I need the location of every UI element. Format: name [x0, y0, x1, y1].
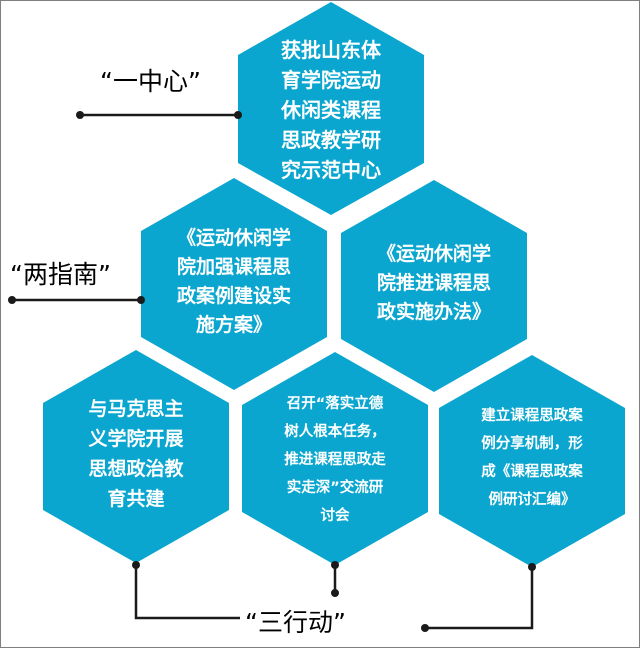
hex-action-left	[43, 350, 229, 563]
dot-action-mid-top	[331, 561, 339, 569]
action-right-node-text: 建立课程思政案 例分享机制，形 成《课程思政案 例研讨汇编》	[481, 408, 583, 508]
label-two-guides: “两指南”	[10, 260, 111, 289]
connector-action-left	[134, 565, 240, 620]
guide-right-node-text: 《运动休闲学 院推进课程思 政实施办法》	[376, 242, 491, 323]
dot-two-guides-left	[8, 296, 16, 304]
dot-one-center-right	[234, 111, 242, 119]
dot-action-right-top	[528, 563, 536, 571]
hex-center	[238, 2, 424, 215]
dot-action-right-bottom	[421, 624, 429, 632]
hex-guide-left	[141, 178, 327, 390]
dot-action-mid-bottom	[331, 589, 339, 597]
dot-two-guides-right	[137, 296, 145, 304]
label-one-center: “一中心”	[100, 67, 201, 96]
action-mid-node-text: 召开“落实立德 树人根本任务， 推进课程思政走 实走深”交流研 讨会	[284, 396, 386, 524]
center-node-text: 获批山东体 育学院运动 休闲类课程 思政教学研 究示范中心	[281, 38, 381, 182]
hex-action-mid	[242, 352, 428, 565]
action-left-node-text: 与马克思主 义学院开展 思想政治教 育共建	[88, 398, 184, 510]
guide-left-node-text: 《运动休闲学 院加强课程思 政案例建设实 施方案》	[176, 227, 291, 336]
hex-action-right	[439, 355, 625, 567]
dot-one-center-left	[76, 111, 84, 119]
label-three-actions: “三行动”	[245, 608, 346, 637]
connector-action-right	[425, 567, 534, 630]
dot-action-left-top	[132, 561, 140, 569]
hex-guide-right	[341, 180, 527, 392]
